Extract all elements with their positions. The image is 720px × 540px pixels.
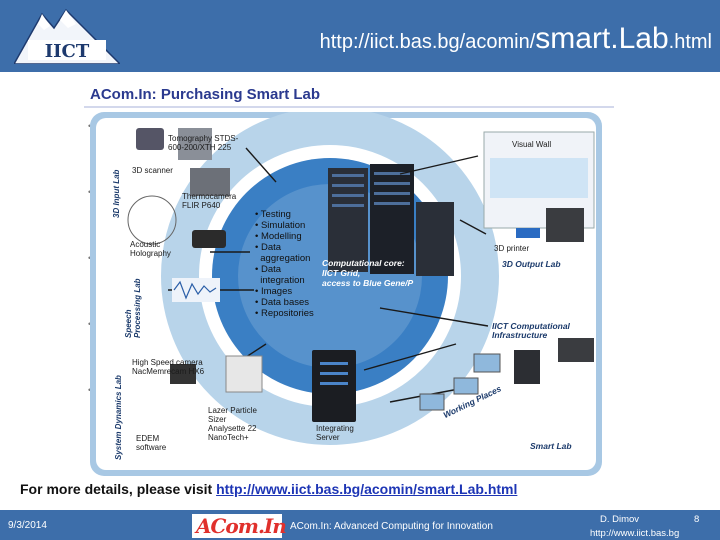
3d-model-icon bbox=[516, 228, 540, 238]
footer-bar: 9/3/2014 ACom.In ACom.In: Advanced Compu… bbox=[0, 510, 720, 540]
header-url-main: smart.Lab bbox=[535, 22, 669, 55]
core-capabilities-list: • Testing • Simulation • Modelling • Dat… bbox=[255, 209, 314, 319]
details-line: For more details, please visit http://ww… bbox=[20, 481, 517, 497]
label-edem: EDEM software bbox=[136, 434, 167, 452]
label-integrating-server: Integrating Server bbox=[316, 424, 354, 442]
label-iict-infrastructure: IICT Computational Infrastructure bbox=[492, 321, 570, 340]
arrow-icon bbox=[459, 219, 487, 235]
label-smart-lab: Smart Lab bbox=[530, 441, 572, 451]
particle-sizer-icon bbox=[225, 355, 263, 393]
core-item: • Data bbox=[255, 264, 282, 275]
arrow-icon bbox=[363, 343, 457, 371]
label-visual-wall: Visual Wall bbox=[512, 140, 552, 149]
side-bullet: • bbox=[88, 319, 91, 385]
title-divider bbox=[84, 106, 614, 108]
core-item: • Data bbox=[255, 242, 282, 253]
laptop-icon bbox=[453, 377, 479, 395]
label-speech-lab: Speech Processing Lab bbox=[124, 278, 142, 338]
footer-site[interactable]: http://www.iict.bas.bg bbox=[590, 528, 680, 539]
core-item: • Repositories bbox=[255, 308, 314, 319]
core-item: • Testing bbox=[255, 209, 291, 220]
arrow-icon bbox=[399, 155, 479, 175]
label-3d-input-lab: 3D Input Lab bbox=[112, 169, 121, 218]
integrating-server-icon bbox=[312, 350, 356, 422]
slide-title: ACom.In: Purchasing Smart Lab bbox=[90, 86, 321, 103]
label-lazer-sizer: Lazer Particle Sizer Analysette 22 NanoT… bbox=[208, 406, 257, 442]
video-camera-icon bbox=[192, 230, 226, 248]
label-highspeed-camera: High Speed camera NacMemrecam HX6 bbox=[132, 358, 205, 376]
footer-date: 9/3/2014 bbox=[8, 520, 47, 531]
footer-title: ACom.In: Advanced Computing for Innovati… bbox=[290, 521, 493, 532]
3d-printer-icon bbox=[546, 208, 584, 242]
footer-page-number: 8 bbox=[694, 514, 700, 525]
laptop-icon bbox=[558, 338, 594, 362]
arrow-icon bbox=[245, 147, 277, 183]
details-link[interactable]: http://www.iict.bas.bg/acomin/smart.Lab.… bbox=[216, 481, 518, 497]
laptop-icon bbox=[473, 353, 501, 373]
footer-author: D. Dimov bbox=[600, 514, 640, 525]
core-item: • Modelling bbox=[255, 231, 302, 242]
core-item: aggregation bbox=[255, 253, 311, 264]
details-prefix: For more details, please visit bbox=[20, 481, 213, 497]
acomin-logo-text: ACom.In bbox=[196, 514, 287, 538]
side-bullet: • bbox=[88, 121, 91, 187]
header-bar: IICT http://iict.bas.bg/acomin/smart.Lab… bbox=[0, 0, 720, 72]
laptop-icon bbox=[419, 393, 445, 411]
server-rack-icon bbox=[328, 168, 368, 272]
core-item: • Simulation bbox=[255, 220, 306, 231]
label-tomography: Tomography STDS- 600-200/XTH 225 bbox=[168, 134, 239, 152]
server-rack-icon bbox=[416, 202, 454, 276]
logo-text: IICT bbox=[45, 41, 90, 62]
thermocamera-icon bbox=[190, 168, 230, 196]
core-item: • Data bases bbox=[255, 297, 310, 308]
outer-ring bbox=[161, 112, 499, 445]
label-3d-scanner: 3D scanner bbox=[132, 166, 173, 175]
highspeed-camera-icon bbox=[170, 364, 196, 384]
diagram-graphics bbox=[127, 112, 595, 445]
side-bullet: • bbox=[88, 253, 91, 319]
label-3d-output-lab: 3D Output Lab bbox=[502, 259, 561, 269]
tomograph-device-icon bbox=[178, 128, 212, 160]
header-url: http://iict.bas.bg/acomin/smart.Lab.html bbox=[320, 22, 712, 56]
header-url-prefix: http://iict.bas.bg/acomin/ bbox=[319, 31, 536, 53]
arrow-icon bbox=[379, 307, 489, 327]
tomography-icon bbox=[136, 128, 164, 150]
side-bullet: • bbox=[88, 187, 91, 253]
side-bullets: • • • • • bbox=[88, 121, 91, 451]
header-url-suffix: .html bbox=[668, 31, 712, 53]
side-bullet: • bbox=[88, 385, 91, 451]
core-item: integration bbox=[255, 275, 305, 286]
iict-logo: IICT bbox=[14, 8, 120, 64]
desktop-pc-icon bbox=[514, 350, 540, 384]
acomin-logo: ACom.In bbox=[192, 514, 287, 538]
label-dynamics-lab: System Dynamics Lab bbox=[114, 375, 123, 460]
label-acoustic: Acoustic Holography bbox=[130, 240, 171, 258]
acoustic-holography-icon bbox=[127, 195, 177, 245]
core-item: • Images bbox=[255, 286, 293, 297]
label-3d-printer: 3D printer bbox=[494, 244, 530, 253]
label-thermocamera: Thermocamera FLIR P640 bbox=[182, 192, 237, 210]
core-caption: Computational core: IICT Grid, access to… bbox=[322, 258, 414, 288]
smart-lab-diagram: Tomography STDS- 600-200/XTH 225 3D scan… bbox=[90, 112, 602, 476]
